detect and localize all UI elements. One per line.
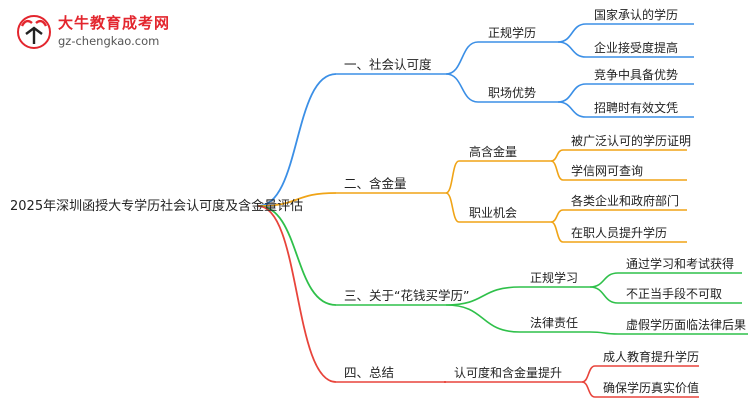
leaf-1-1-1: 国家承认的学历 [594, 7, 678, 22]
leaf-1-2-2: 招聘时有效文凭 [594, 100, 678, 115]
connector-leaf-4-1-1 [581, 365, 596, 383]
leaf-4-1-2: 确保学历真实价值 [603, 380, 699, 395]
connector-leaf-2-1-1 [550, 149, 564, 162]
node-layer: 2025年深圳函授大专学历社会认可度及含金量评估 一、社会认可度 正规学历 国家承认的… [10, 7, 746, 395]
subtopic-3-1: 正规学习 [530, 270, 578, 285]
branch-topic-3: 三、关于“花钱买学历” [344, 288, 469, 303]
connector-leaf-3-1-2 [589, 286, 619, 304]
connector-subtopic-1-1 [445, 41, 479, 75]
leaf-2-2-1: 各类企业和政府部门 [571, 193, 679, 208]
connector-leaf-1-2-1 [557, 83, 587, 103]
leaf-2-2-2: 在职人员提升学历 [571, 225, 667, 240]
subtopic-4-1: 认可度和含金量提升 [454, 365, 562, 380]
brand-url: gz-chengkao.com [58, 34, 160, 48]
subtopic-2-2: 职业机会 [469, 206, 517, 220]
root-topic: 2025年深圳函授大专学历社会认可度及含金量评估 [10, 198, 303, 214]
leaf-1-2-1: 竞争中具备优势 [594, 67, 678, 82]
connector-leaf-2-2-1 [550, 209, 564, 223]
connector-leaf-2-1-2 [550, 160, 564, 181]
connector-leaf-4-1-2 [581, 381, 596, 398]
leaf-1-1-2: 企业接受度提高 [594, 40, 678, 55]
leaf-3-2-1: 虚假学历面临法律后果 [626, 317, 746, 332]
connector-branch-4 [257, 205, 337, 383]
leaf-2-1-1: 被广泛认可的学历证明 [571, 133, 691, 148]
branch-topic-1: 一、社会认可度 [344, 57, 432, 72]
leaf-3-1-2: 不正当手段不可取 [626, 286, 722, 301]
branch-topic-2: 二、含金量 [344, 176, 407, 191]
connector-subtopic-3-1 [445, 286, 521, 306]
connector-leaf-1-1-1 [557, 23, 587, 43]
subtopic-1-2: 职场优势 [488, 86, 536, 100]
site-logo[interactable]: 大牛教育成考网 gz-chengkao.com [14, 10, 174, 58]
connector-leaf-1-1-2 [557, 41, 587, 58]
connector-leaf-2-2-2 [550, 221, 564, 243]
subtopic-1-1: 正规学历 [488, 25, 536, 40]
connector-subtopic-2-1 [445, 160, 460, 194]
connector-subtopic-2-2 [445, 192, 460, 223]
leaf-3-1-1: 通过学习和考试获得 [626, 256, 734, 271]
subtopic-2-1: 高含金量 [469, 144, 517, 159]
brand-name: 大牛教育成考网 [58, 14, 171, 32]
connector-leaf-1-2-2 [557, 101, 587, 118]
connector-leaf-3-1-1 [589, 272, 619, 288]
branch-topic-4: 四、总结 [344, 365, 394, 380]
connector-subtopic-3-2 [445, 304, 521, 333]
connector-leaf-3-2-1 [589, 331, 619, 335]
connector-branch-3 [257, 205, 337, 306]
ox-logo-icon [17, 15, 51, 49]
connector-branch-2 [257, 192, 337, 207]
connector-subtopic-1-2 [445, 73, 479, 103]
leaf-2-1-2: 学信网可查询 [571, 163, 643, 178]
leaf-4-1-1: 成人教育提升学历 [603, 349, 699, 364]
subtopic-3-2: 法律责任 [530, 316, 578, 330]
connector-branch-1 [257, 73, 337, 207]
connector-layer [257, 23, 748, 398]
